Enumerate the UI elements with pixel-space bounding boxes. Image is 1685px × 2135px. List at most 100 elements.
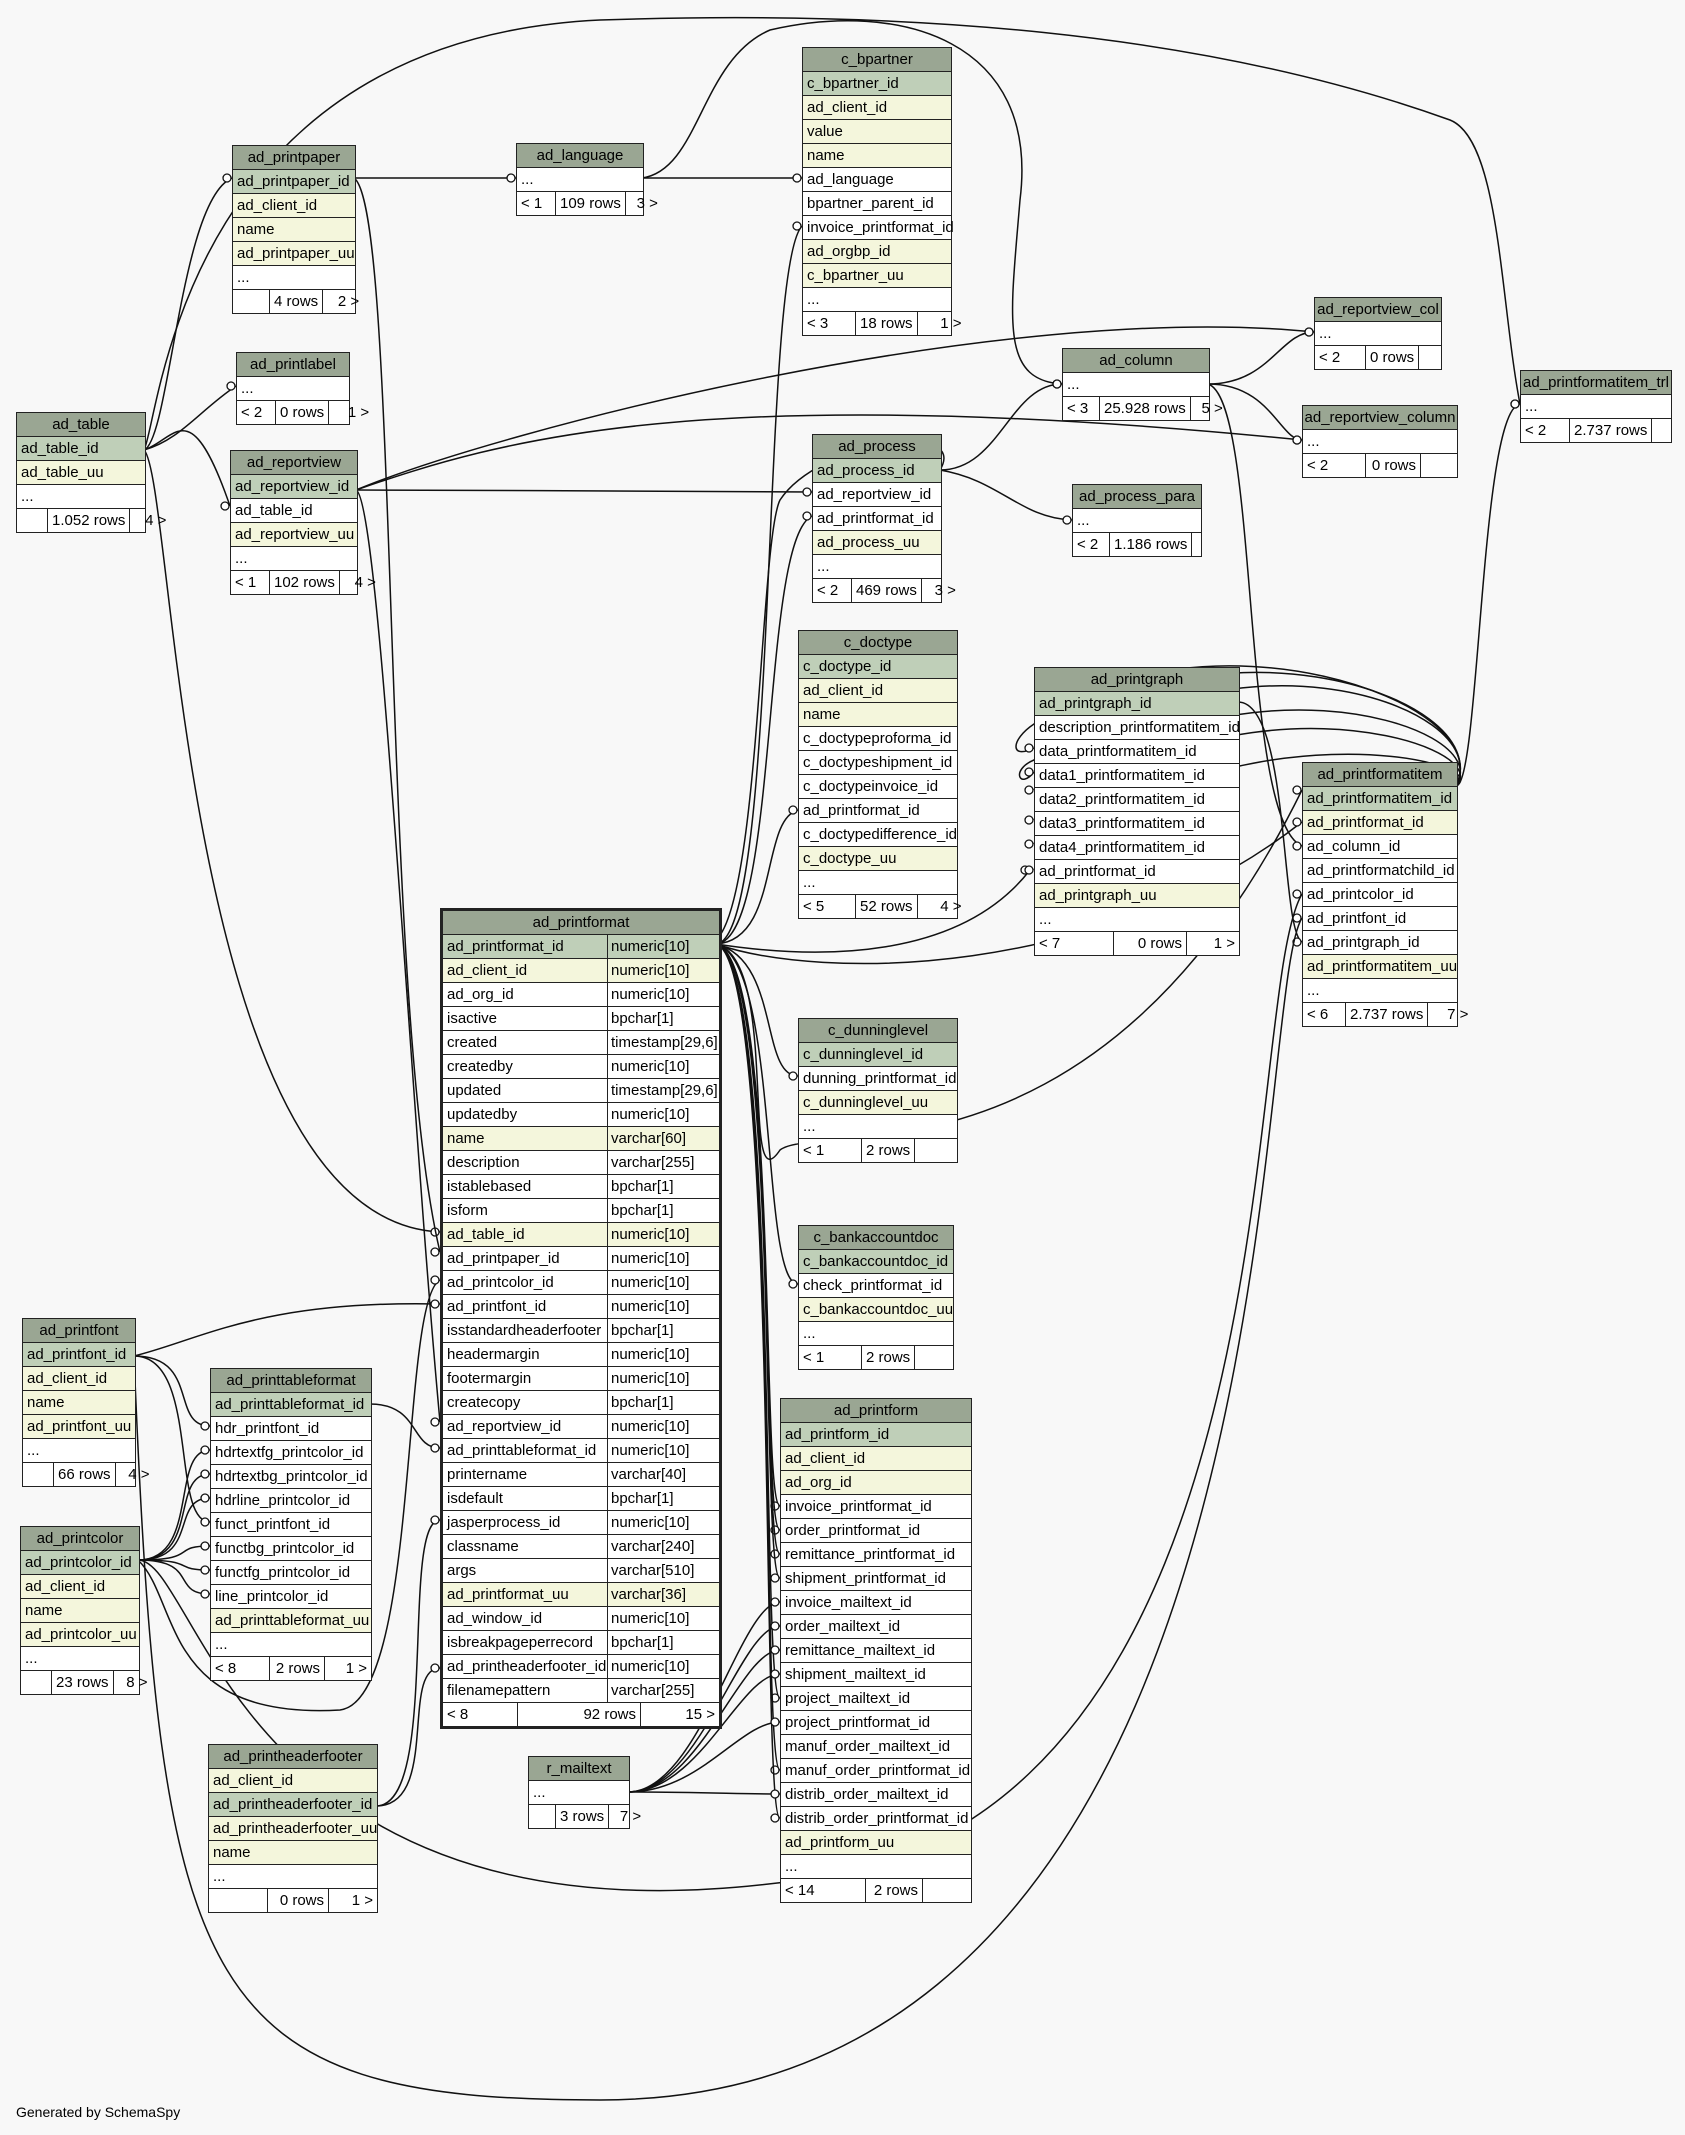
more-columns[interactable]: ... <box>799 871 957 895</box>
parents-count[interactable] <box>233 290 270 313</box>
column-row[interactable]: ad_printgraph_id <box>1035 692 1239 716</box>
column-row[interactable]: ad_client_id <box>21 1575 139 1599</box>
column-row[interactable]: ad_process_id <box>813 459 941 483</box>
table-header[interactable]: ad_language <box>517 144 643 168</box>
table-header[interactable]: c_dunninglevel <box>799 1019 957 1043</box>
column-row[interactable]: ad_printform_id <box>781 1423 971 1447</box>
column-row[interactable]: ad_printformatitem_uu <box>1303 955 1457 979</box>
children-count[interactable] <box>923 1879 971 1902</box>
more-columns[interactable]: ... <box>231 547 357 571</box>
children-count[interactable]: 1 > <box>940 315 962 332</box>
column-row[interactable]: ad_table_id <box>17 437 145 461</box>
parents-count[interactable]: < 8 <box>211 1657 270 1680</box>
parents-count[interactable]: < 2 <box>1073 533 1110 556</box>
column-row[interactable]: c_doctype_uu <box>799 847 957 871</box>
children-count[interactable]: 4 > <box>128 1466 150 1483</box>
column-row[interactable]: dunning_printformat_id <box>799 1067 957 1091</box>
parents-count[interactable] <box>209 1889 268 1912</box>
column-row[interactable]: c_bankaccountdoc_uu <box>799 1298 953 1322</box>
more-columns[interactable]: ... <box>803 288 951 312</box>
column-row[interactable]: data3_printformatitem_id <box>1035 812 1239 836</box>
column-row[interactable]: line_printcolor_id <box>211 1585 371 1609</box>
table-header[interactable]: ad_printcolor <box>21 1527 139 1551</box>
parents-count[interactable]: < 1 <box>231 571 270 594</box>
more-columns[interactable]: ... <box>21 1647 139 1671</box>
children-count[interactable]: 2 > <box>337 293 360 310</box>
column-row[interactable]: hdrline_printcolor_id <box>211 1489 371 1513</box>
column-row[interactable]: ad_printtableformat_id <box>211 1393 371 1417</box>
column-row[interactable]: distrib_order_printformat_id <box>781 1807 971 1831</box>
column-row[interactable]: project_mailtext_id <box>781 1687 971 1711</box>
column-row[interactable]: c_bankaccountdoc_id <box>799 1250 953 1274</box>
more-columns[interactable]: ... <box>813 555 941 579</box>
column-row[interactable]: ad_printfont_uu <box>23 1415 135 1439</box>
more-columns[interactable]: ... <box>517 168 643 192</box>
parents-count[interactable]: < 2 <box>1303 454 1366 477</box>
more-columns[interactable]: ... <box>17 485 145 509</box>
column-row[interactable]: ad_table_uu <box>17 461 145 485</box>
column-row[interactable]: remittance_printformat_id <box>781 1543 971 1567</box>
column-row[interactable]: hdrtextfg_printcolor_id <box>211 1441 371 1465</box>
column-row[interactable]: data4_printformatitem_id <box>1035 836 1239 860</box>
column-row[interactable]: c_doctypeproforma_id <box>799 727 957 751</box>
children-count[interactable]: 1 > <box>1213 935 1235 952</box>
table-header[interactable]: ad_printlabel <box>237 353 349 377</box>
table-header[interactable]: ad_printformatitem_trl <box>1521 371 1671 395</box>
column-row[interactable]: c_doctype_id <box>799 655 957 679</box>
table-header[interactable]: ad_reportview <box>231 451 357 475</box>
column-row[interactable]: data2_printformatitem_id <box>1035 788 1239 812</box>
column-row[interactable]: name <box>21 1599 139 1623</box>
parents-count[interactable]: < 14 <box>781 1879 866 1902</box>
more-columns[interactable]: ... <box>209 1865 377 1889</box>
parents-count[interactable] <box>17 509 48 532</box>
column-row[interactable]: c_doctypedifference_id <box>799 823 957 847</box>
column-row[interactable]: c_doctypeshipment_id <box>799 751 957 775</box>
table-header[interactable]: ad_printformatitem <box>1303 763 1457 787</box>
column-row[interactable]: ad_printcolor_id <box>21 1551 139 1575</box>
table-header[interactable]: ad_printform <box>781 1399 971 1423</box>
column-row[interactable]: ad_printheaderfooter_id <box>209 1793 377 1817</box>
column-row[interactable]: ad_language <box>803 168 951 192</box>
column-row[interactable]: ad_column_id <box>1303 835 1457 859</box>
column-row[interactable]: ad_printpaper_uu <box>233 242 355 266</box>
column-row[interactable]: ad_reportview_uu <box>231 523 357 547</box>
children-count[interactable]: 8 > <box>126 1674 148 1691</box>
parents-count[interactable] <box>23 1463 54 1486</box>
table-header[interactable]: ad_printfont <box>23 1319 135 1343</box>
column-row[interactable]: ad_printheaderfooter_uu <box>209 1817 377 1841</box>
column-row[interactable]: name <box>233 218 355 242</box>
column-row[interactable]: c_dunninglevel_id <box>799 1043 957 1067</box>
column-row[interactable]: ad_client_id <box>803 96 951 120</box>
column-row[interactable]: description_printformatitem_id <box>1035 716 1240 740</box>
column-row[interactable]: invoice_printformat_id <box>781 1495 971 1519</box>
table-header[interactable]: r_mailtext <box>529 1757 629 1781</box>
parents-count[interactable]: < 2 <box>1521 419 1570 442</box>
parents-count[interactable]: < 2 <box>813 579 852 602</box>
more-columns[interactable]: ... <box>233 266 355 290</box>
column-row[interactable]: ad_printformatchild_id <box>1303 859 1457 883</box>
children-count[interactable]: 4 > <box>940 898 962 915</box>
column-row[interactable]: ad_printformat_id <box>1303 811 1457 835</box>
